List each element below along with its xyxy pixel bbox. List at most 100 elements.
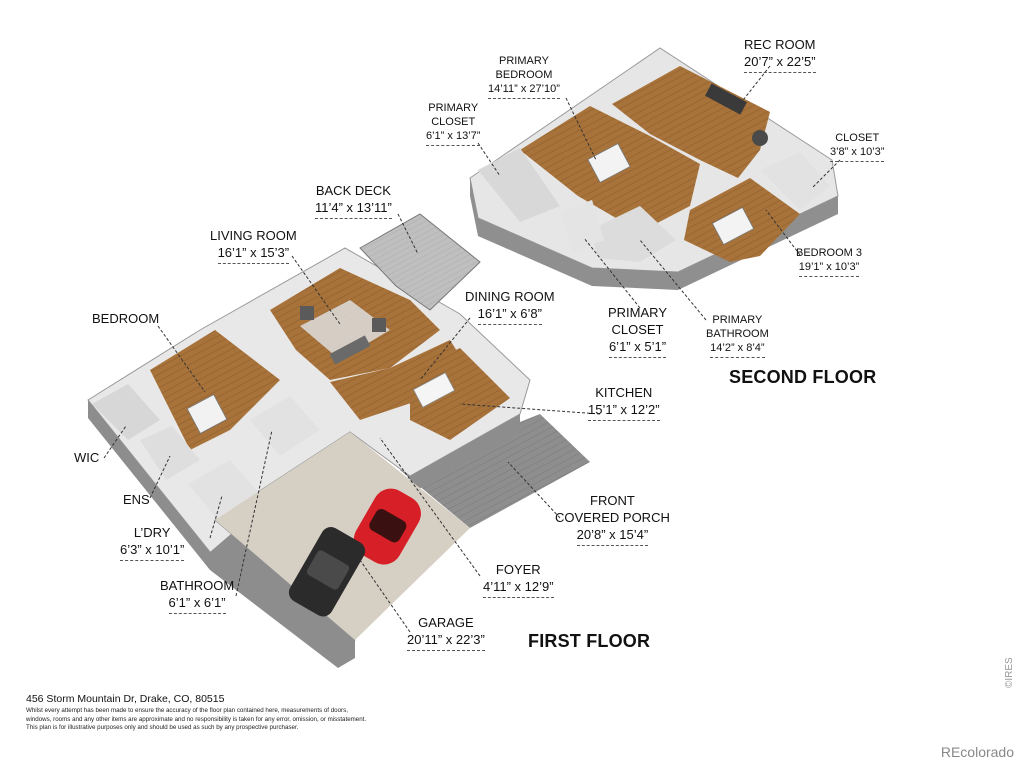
ens-name: ENS	[123, 492, 150, 507]
footer: 456 Storm Mountain Dr, Drake, CO, 80515 …	[26, 693, 446, 733]
garage-car-red	[353, 488, 421, 565]
kitchen-island	[412, 372, 456, 408]
bedroom3-dim: 19’1” x 10’3”	[798, 260, 860, 277]
leader-bathroom	[235, 429, 273, 597]
label-foyer: FOYER 4’11” x 12’9”	[483, 561, 554, 598]
label-rec-room: REC ROOM 20’7” x 22’5”	[744, 36, 816, 73]
closet-dim: 3’8” x 10’3”	[830, 145, 885, 162]
bathroom-dim: 6’1” x 6’1”	[168, 594, 226, 614]
leader-bedroom	[157, 325, 206, 393]
rec-room-sofa	[705, 83, 747, 115]
primary-bathroom-floor	[590, 206, 676, 262]
label-bedroom: BEDROOM	[92, 310, 159, 327]
rec-room-dim: 20’7” x 22’5”	[744, 53, 816, 73]
property-address: 456 Storm Mountain Dr, Drake, CO, 80515	[26, 693, 225, 705]
back-deck-name: BACK DECK	[315, 183, 391, 198]
label-front-porch: FRONT COVERED PORCH 20’8” x 15’4”	[555, 492, 670, 546]
second-floor-front-wall	[470, 178, 838, 290]
bedroom3-bed	[711, 206, 755, 246]
label-bedroom3: BEDROOM 3 19’1” x 10’3”	[796, 246, 862, 277]
leader-wic	[103, 425, 127, 459]
first-floor-title: FIRST FLOOR	[528, 631, 651, 651]
dining-room-dim: 16’1” x 6’8”	[477, 305, 542, 325]
label-back-deck: BACK DECK 11’4” x 13’11”	[315, 182, 392, 219]
back-deck-floor	[359, 213, 481, 311]
ires-watermark: ©IRES	[1004, 657, 1015, 688]
brand-logo-text: REcolorado	[940, 744, 1014, 760]
garage-car-dark	[288, 527, 366, 617]
label-primary-bedroom: PRIMARY BEDROOM 14’11” x 27’10”	[488, 54, 560, 99]
foyer-dim: 4’11” x 12’9”	[483, 578, 554, 598]
primary-closet-lower-name-1: PRIMARY	[608, 305, 667, 320]
label-dining-room: DINING ROOM 16’1” x 6’8”	[465, 288, 555, 325]
leader-lines	[103, 65, 841, 633]
living-room-name: LIVING ROOM	[210, 228, 297, 243]
leader-dining-room	[419, 317, 471, 381]
first-floor-front-wall	[88, 400, 520, 668]
living-room-sofa	[329, 335, 371, 365]
primary-closet-lower-dim: 6’1” x 5’1”	[608, 338, 667, 358]
garage-dim: 20’11” x 22’3”	[407, 631, 485, 651]
primary-closet-upper-floor	[478, 148, 560, 222]
primary-closet-lower-name-2: CLOSET	[611, 322, 664, 337]
leader-closet	[811, 159, 841, 189]
label-kitchen: KITCHEN 15’1” x 12’2”	[588, 384, 660, 421]
foyer-name: FOYER	[495, 562, 541, 577]
leader-living-room	[291, 255, 341, 325]
front-porch-name-2: COVERED PORCH	[555, 510, 670, 525]
garage-name: GARAGE	[418, 615, 474, 630]
leader-primary-bathroom	[639, 239, 707, 321]
front-porch-floor	[400, 414, 590, 528]
leader-rec-room	[739, 65, 771, 105]
label-primary-bathroom: PRIMARY BATHROOM 14’2” x 8’4”	[706, 313, 769, 358]
second-floor-title: SECOND FLOOR	[729, 367, 877, 387]
leader-laundry	[209, 495, 223, 539]
kitchen-name: KITCHEN	[595, 385, 653, 400]
primary-bedroom-name-1: PRIMARY	[499, 55, 549, 67]
laundry-dim: 6’3” x 10’1”	[120, 541, 185, 561]
first-floor-plan	[87, 213, 590, 668]
kitchen-floor	[410, 348, 510, 440]
label-wic: WIC	[74, 449, 99, 466]
living-room-dim: 16’1” x 15’3”	[217, 244, 290, 264]
front-porch-dim: 20’8” x 15’4”	[576, 526, 649, 546]
living-room-chair-2	[300, 306, 314, 320]
closet-floor	[760, 152, 830, 210]
label-living-room: LIVING ROOM 16’1” x 15’3”	[210, 227, 297, 264]
leader-primary-closet-upper	[477, 142, 501, 177]
leader-kitchen	[459, 403, 601, 415]
leader-primary-bedroom	[565, 97, 597, 161]
back-deck-dim: 11’4” x 13’11”	[315, 199, 392, 219]
closet-name: CLOSET	[835, 132, 880, 144]
bedroom3-name: BEDROOM 3	[796, 247, 863, 259]
primary-bathroom-name-2: BATHROOM	[706, 328, 769, 340]
disclaimer-line-2: windows, rooms and any other items are a…	[26, 715, 367, 723]
leader-foyer	[379, 437, 481, 577]
ens-floor	[140, 426, 200, 480]
primary-closet-lower-floor	[560, 200, 604, 252]
leader-ens	[149, 455, 171, 499]
label-primary-closet-lower: PRIMARY CLOSET 6’1” x 5’1”	[608, 304, 667, 358]
label-primary-closet-upper: PRIMARY CLOSET 6’1” x 13’7”	[426, 101, 481, 146]
label-ens: ENS	[123, 491, 150, 508]
rec-room-name: REC ROOM	[744, 37, 816, 52]
dining-room-name: DINING ROOM	[465, 289, 555, 304]
leader-front-porch	[507, 461, 561, 519]
leader-bedroom3	[765, 209, 801, 256]
wic-name: WIC	[74, 450, 100, 465]
primary-closet-upper-name-1: PRIMARY	[428, 102, 479, 114]
primary-closet-upper-name-2: CLOSET	[431, 116, 476, 128]
label-bathroom: BATHROOM 6’1” x 6’1”	[160, 577, 234, 614]
label-laundry: L’DRY 6’3” x 10’1”	[120, 524, 185, 561]
rec-room-table	[752, 130, 768, 146]
primary-bedroom-name-2: BEDROOM	[495, 69, 553, 81]
bathroom-floor	[250, 396, 320, 456]
primary-bathroom-dim: 14’2” x 8’4”	[710, 341, 765, 358]
wic-floor	[92, 384, 160, 440]
living-room-rug	[300, 300, 390, 360]
kitchen-dim: 15’1” x 12’2”	[588, 401, 660, 421]
primary-closet-upper-dim: 6’1” x 13’7”	[426, 129, 481, 146]
second-floor-plan	[469, 47, 839, 290]
bedroom-bed	[186, 394, 228, 434]
